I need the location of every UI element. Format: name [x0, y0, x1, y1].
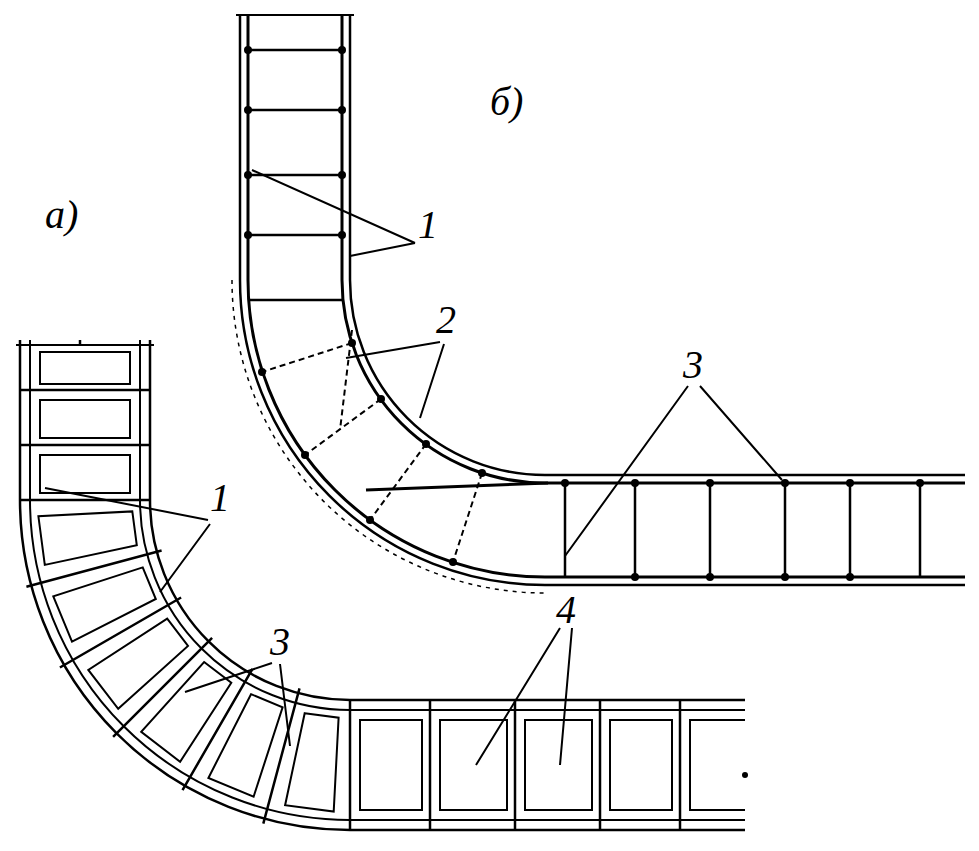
- callout-number: 4: [556, 590, 576, 630]
- callout-number: 1: [418, 205, 438, 245]
- callout-number: 3: [270, 622, 290, 662]
- curved-beam-a: [16, 340, 748, 830]
- callout-number: 3: [683, 345, 703, 385]
- callout-number: 2: [436, 300, 456, 340]
- callout-number: 1: [210, 478, 230, 518]
- leader-lines: [45, 170, 782, 765]
- curved-beam-b: [232, 15, 965, 593]
- callout-number: б): [490, 82, 523, 122]
- callout-number: а): [45, 195, 78, 235]
